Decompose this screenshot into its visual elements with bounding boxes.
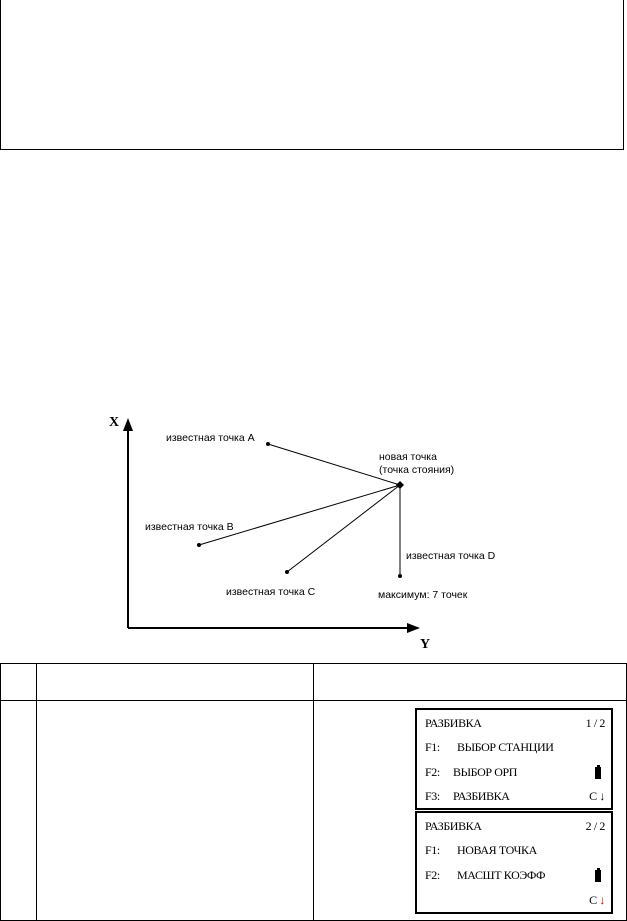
- ray-a: [267, 443, 401, 486]
- table-col-divider-2: [313, 663, 314, 921]
- procedure-table: РАЗБИВКА 1 / 2 F1: ВЫБОР СТАНЦИИ F2: ВЫБОР…: [0, 663, 627, 921]
- x-axis-label: X: [109, 415, 119, 430]
- lcd-2-menu-f2[interactable]: F2: МАСШТ КОЭФФ: [425, 868, 605, 884]
- arrow-down-icon: ↓: [599, 893, 605, 907]
- point-c-label: известная точка С: [226, 586, 316, 598]
- lcd-screen-2: РАЗБИВКА 2 / 2 F1: НОВАЯ ТОЧКА F2: МАСШТ К…: [415, 811, 613, 914]
- y-axis-label: Y: [420, 637, 430, 652]
- lcd-1-footer: С ↓: [589, 789, 605, 804]
- lcd-2-f1-key: F1:: [425, 843, 440, 857]
- lcd-2-f1-label: НОВАЯ ТОЧКА: [457, 843, 537, 857]
- lcd-1-menu-f2[interactable]: F2: ВЫБОР ОРП: [425, 765, 605, 781]
- new-point-marker: [396, 481, 404, 489]
- battery-icon: [595, 868, 601, 882]
- lcd-1-page: 1 / 2: [585, 716, 606, 730]
- lcd-2-menu-f1[interactable]: F1: НОВАЯ ТОЧКА: [425, 843, 605, 859]
- lcd-1-f3-label: РАЗБИВКА: [453, 789, 510, 803]
- lcd-2-f2-label: МАСШТ КОЭФФ: [457, 868, 546, 882]
- battery-icon: [595, 765, 601, 779]
- point-b-marker: [197, 543, 201, 547]
- lcd-1-f1-key: F1:: [425, 740, 440, 754]
- diagram-svg: X Y известная точка А известная точка В …: [109, 415, 496, 652]
- x-axis-arrow: [123, 418, 133, 431]
- lcd-1-f2-label: ВЫБОР ОРП: [453, 765, 518, 779]
- lcd-2-f2-key: F2:: [425, 868, 440, 882]
- lcd-2-footer: С ↓: [589, 893, 605, 908]
- point-d-marker: [398, 574, 402, 578]
- lcd-1-footer-letter: С: [589, 789, 597, 803]
- lcd-screen-1: РАЗБИВКА 1 / 2 F1: ВЫБОР СТАНЦИИ F2: ВЫБОР…: [415, 708, 613, 810]
- lcd-2-title-row: РАЗБИВКА 2 / 2: [425, 819, 605, 835]
- arrow-down-icon: ↓: [599, 789, 605, 803]
- lcd-1-title-row: РАЗБИВКА 1 / 2: [425, 716, 605, 732]
- table-col-divider-1: [36, 663, 37, 921]
- lcd-2-footer-letter: С: [589, 893, 597, 907]
- lcd-1-menu-f3[interactable]: F3: РАЗБИВКА С ↓: [425, 789, 605, 805]
- lcd-2-title: РАЗБИВКА: [425, 819, 482, 833]
- new-point-sublabel: (точка стояния): [379, 464, 454, 476]
- max-points-note: максимум: 7 точек: [378, 589, 468, 601]
- lcd-1-menu-f1[interactable]: F1: ВЫБОР СТАНЦИИ: [425, 740, 605, 756]
- ray-c: [286, 484, 401, 573]
- point-a-label: известная точка А: [166, 432, 255, 444]
- ray-b: [198, 484, 401, 546]
- lcd-1-f2-key: F2:: [425, 765, 440, 779]
- resection-diagram: X Y известная точка А известная точка В …: [0, 395, 627, 662]
- lcd-1-f1-label: ВЫБОР СТАНЦИИ: [457, 740, 554, 754]
- lcd-2-page: 2 / 2: [585, 819, 606, 833]
- y-axis-arrow: [407, 623, 420, 633]
- top-frame: [0, 0, 624, 150]
- point-a-marker: [266, 442, 270, 446]
- point-d-label: известная точка D: [406, 550, 496, 562]
- lcd-2-footer-row: С ↓: [425, 893, 605, 909]
- new-point-label: новая точка: [379, 451, 437, 463]
- lcd-1-f3-key: F3:: [425, 789, 440, 803]
- point-c-marker: [285, 570, 289, 574]
- lcd-1-title: РАЗБИВКА: [425, 716, 482, 730]
- table-left-border: [0, 663, 1, 921]
- point-b-label: известная точка В: [145, 521, 234, 533]
